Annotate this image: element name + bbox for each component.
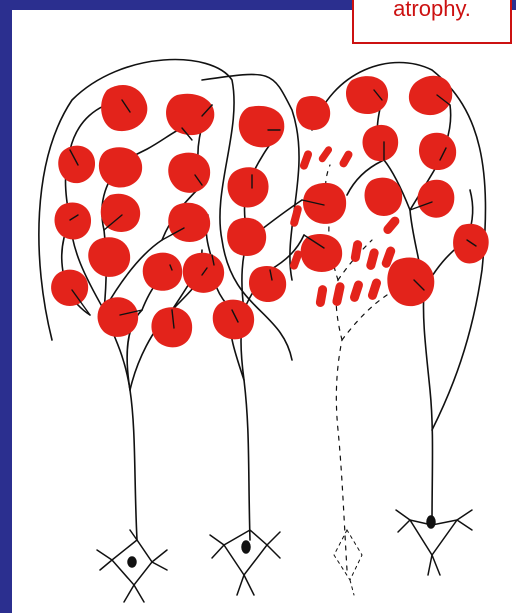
caption-text: atrophy.: [354, 0, 510, 22]
atrophied-neuron-icon: [334, 530, 362, 595]
motor-neuron-icon: [210, 530, 280, 595]
motor-neuron-icon: [97, 530, 167, 602]
motor-unit-diagram: [12, 10, 516, 613]
frame-left-border: [0, 0, 12, 613]
atrophied-fiber-icon: [289, 145, 401, 308]
degenerated-motor-unit: [326, 165, 388, 570]
motor-unit-4: [347, 100, 473, 525]
motor-neuron-icon: [396, 510, 472, 575]
caption-box: atrophy.: [352, 0, 512, 44]
